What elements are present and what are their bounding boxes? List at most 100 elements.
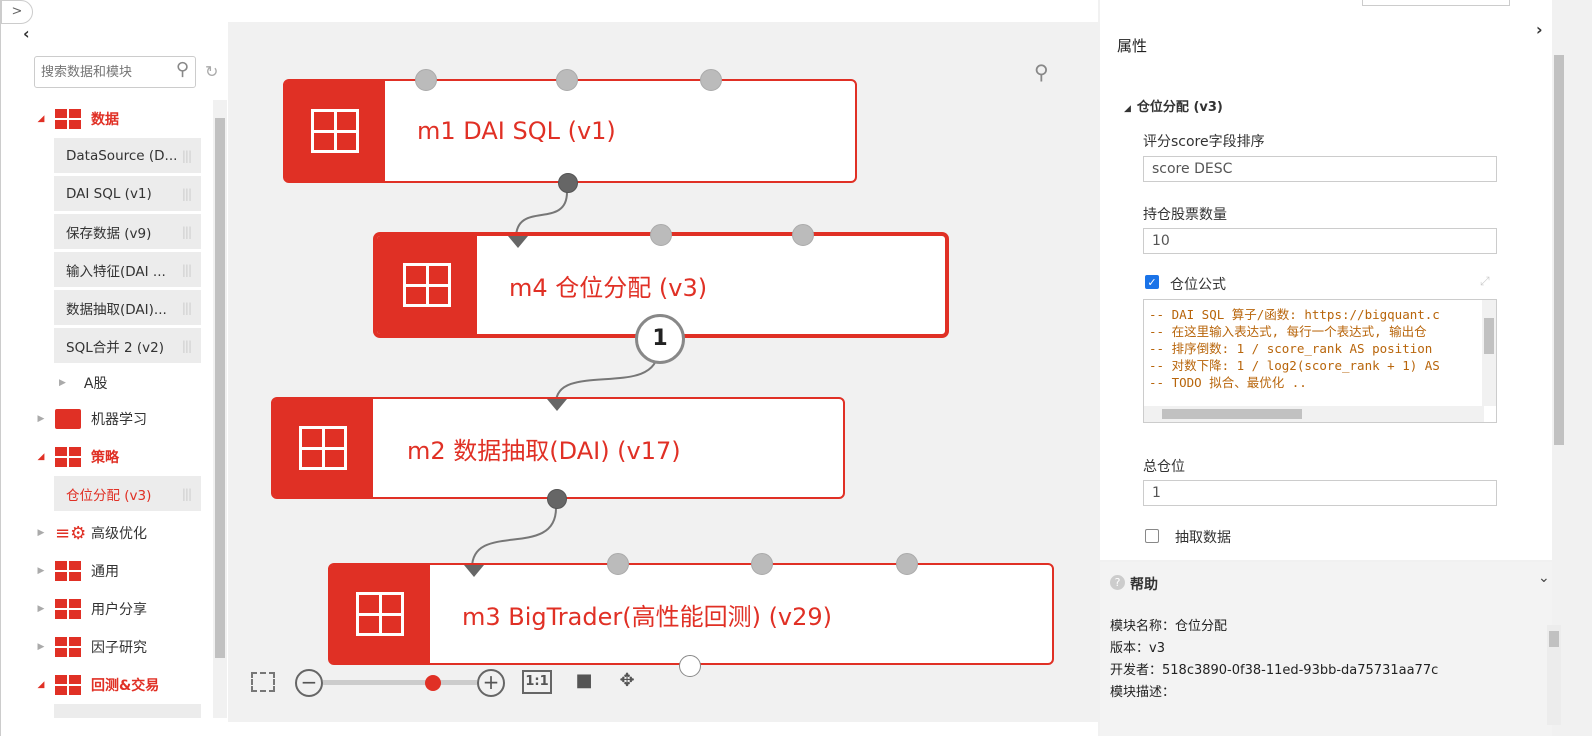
subcategory-a-share[interactable]: ▶A股 [59, 376, 108, 392]
total-position-input[interactable]: 1 [1143, 480, 1497, 506]
sidebar-scrollbar[interactable] [213, 100, 227, 718]
category-data[interactable]: ◢数据 [29, 100, 213, 138]
editor-vscroll[interactable] [1482, 300, 1496, 406]
grid-icon [55, 447, 81, 467]
help-developer: 开发者：518c3890-0f38-11ed-93bb-da75731aa77c [1110, 663, 1439, 678]
connections [471, 191, 659, 569]
drag-handle-icon[interactable]: ||| [181, 186, 192, 201]
drag-handle-icon[interactable]: ||| [181, 300, 192, 315]
grid-icon [55, 637, 81, 657]
input-port[interactable] [751, 553, 773, 575]
formula-checkbox[interactable]: ✓ [1145, 275, 1159, 289]
help-module-name: 模块名称：仓位分配 [1110, 619, 1228, 634]
search-icon[interactable]: ⚲ [175, 59, 189, 80]
module-item-selected[interactable]: 仓位分配 (v3)||| [54, 476, 201, 511]
zoom-reset-button[interactable]: 1:1 [522, 670, 552, 694]
help-version: 版本：v3 [1110, 641, 1165, 656]
properties-section [1100, 0, 1552, 560]
drag-handle-icon[interactable]: ||| [181, 262, 192, 277]
node-m1[interactable]: m1 DAI SQL (v1) [283, 69, 857, 193]
category-general[interactable]: ▶通用 [29, 552, 213, 590]
category-factor[interactable]: ▶因子研究 [29, 628, 213, 666]
module-item[interactable]: 输入特征(DAI ...||| [54, 252, 201, 287]
section-header[interactable]: ◢仓位分配 (v3) [1124, 100, 1223, 115]
module-item[interactable]: DAI SQL (v1)||| [54, 176, 201, 211]
output-port[interactable] [679, 655, 701, 677]
input-arrow[interactable] [547, 399, 567, 411]
fit-view-icon[interactable] [251, 672, 275, 692]
output-port-badge[interactable]: 1 [635, 314, 685, 364]
help-title: 帮助 [1130, 577, 1158, 593]
grid-icon [55, 561, 81, 581]
node-m3[interactable]: m3 BigTrader(高性能回测) (v29) [328, 553, 1054, 677]
input-arrow[interactable] [508, 236, 528, 248]
center-icon[interactable]: ■ [575, 670, 593, 691]
input-port[interactable] [650, 224, 672, 246]
drag-handle-icon[interactable]: ||| [181, 338, 192, 353]
expand-toggle-button[interactable]: > [1, 0, 33, 24]
score-sort-input[interactable]: score DESC [1143, 156, 1497, 182]
category-user-share[interactable]: ▶用户分享 [29, 590, 213, 628]
grid-icon [55, 599, 81, 619]
node-m4[interactable]: m4 仓位分配 (v3) 1 [374, 224, 948, 364]
drag-handle-icon[interactable]: ||| [181, 486, 192, 501]
zoom-slider-handle[interactable] [425, 675, 441, 691]
hold-count-label: 持仓股票数量 [1143, 207, 1227, 223]
scrollbar-thumb[interactable] [215, 118, 225, 658]
category-backtest[interactable]: ◢回测&交易 [29, 666, 213, 704]
output-port[interactable] [547, 489, 567, 509]
edge-m1-m4 [515, 191, 568, 239]
module-sidebar: > ‹ ⚲ ↻ ◢数据 DataSource (D...||| DAI SQL … [0, 0, 228, 736]
collapse-left-icon[interactable]: ‹ [23, 24, 30, 43]
collapse-triangle-icon: ◢ [1124, 104, 1131, 114]
input-port[interactable] [700, 69, 722, 91]
input-port[interactable] [607, 553, 629, 575]
collapse-right-icon[interactable]: › [1536, 20, 1543, 39]
input-port[interactable] [792, 224, 814, 246]
expand-editor-icon[interactable]: ⤢ [1480, 274, 1490, 288]
edge-m2-m3 [471, 507, 557, 569]
module-item[interactable]: SQL合并 2 (v2)||| [54, 328, 201, 363]
input-arrow[interactable] [464, 565, 484, 577]
input-port[interactable] [556, 69, 578, 91]
module-tree: ◢数据 DataSource (D...||| DAI SQL (v1)||| … [29, 100, 213, 721]
module-item[interactable]: 数据抽取(DAI)...||| [54, 290, 201, 325]
properties-scrollbar[interactable] [1552, 55, 1566, 560]
module-icon [330, 565, 430, 663]
help-icon: ? [1110, 575, 1125, 590]
output-port[interactable] [558, 173, 578, 193]
total-position-label: 总仓位 [1143, 459, 1185, 475]
category-optimize[interactable]: ▶≡⚙高级优化 [37, 522, 147, 544]
top-input[interactable] [1362, 0, 1510, 6]
editor-hscroll[interactable] [1144, 406, 1484, 422]
help-section [1100, 562, 1552, 736]
score-sort-label: 评分score字段排序 [1143, 134, 1265, 150]
ml-chart-icon [55, 409, 81, 429]
chevron-down-icon[interactable]: ⌄ [1538, 570, 1550, 586]
zoom-out-button[interactable]: − [295, 669, 323, 697]
module-item[interactable] [54, 704, 201, 718]
formula-editor[interactable]: -- DAI SQL 算子/函数: https://bigquant.c -- … [1143, 299, 1497, 423]
pan-icon[interactable]: ✥ [619, 670, 635, 691]
category-strategy[interactable]: ◢策略 [29, 438, 213, 476]
properties-title: 属性 [1117, 37, 1148, 55]
hold-count-input[interactable]: 10 [1143, 228, 1497, 254]
input-port[interactable] [415, 69, 437, 91]
node-m2[interactable]: m2 数据抽取(DAI) (v17) [271, 397, 845, 509]
grid-icon [55, 675, 81, 695]
category-ml[interactable]: ▶机器学习 [29, 400, 213, 438]
help-scrollbar[interactable] [1547, 625, 1561, 725]
canvas-search-icon[interactable]: ⚲ [1034, 60, 1049, 84]
module-icon [285, 81, 385, 181]
search-input[interactable] [35, 57, 165, 87]
module-item[interactable]: DataSource (D...||| [54, 138, 201, 173]
extract-checkbox[interactable] [1145, 529, 1159, 543]
drag-handle-icon[interactable]: ||| [181, 148, 192, 163]
module-item[interactable]: 保存数据 (v9)||| [54, 214, 201, 249]
drag-handle-icon[interactable]: ||| [181, 224, 192, 239]
zoom-slider[interactable] [323, 680, 477, 685]
refresh-icon[interactable]: ↻ [205, 62, 219, 81]
input-port[interactable] [896, 553, 918, 575]
zoom-in-button[interactable]: + [477, 669, 505, 697]
help-description: 模块描述： [1110, 685, 1176, 700]
